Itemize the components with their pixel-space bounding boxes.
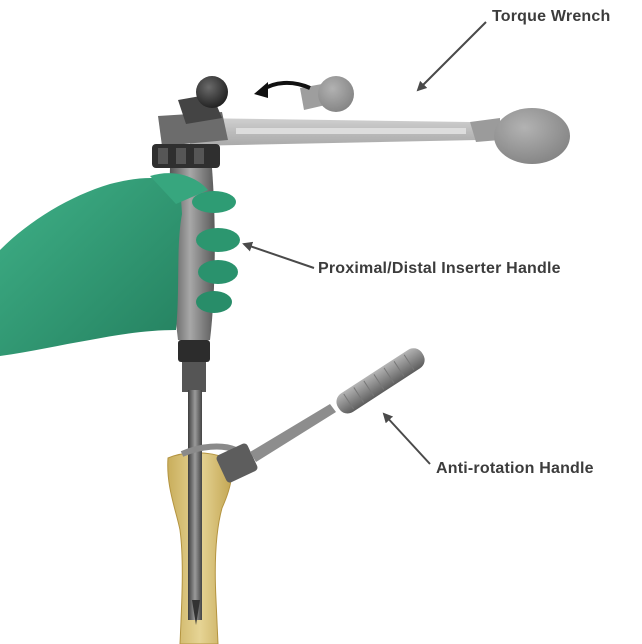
anti-rotation-handle (182, 344, 428, 483)
inserter-shaft (188, 390, 202, 620)
inserter-handle-pointer (244, 244, 314, 268)
torque-wrench-pointer (418, 22, 486, 90)
torque-wrench-ghost (190, 76, 570, 164)
inserter-handle-label: Proximal/Distal Inserter Handle (318, 260, 561, 278)
torque-wrench-label: Torque Wrench (492, 8, 610, 26)
handle-collar (152, 144, 220, 168)
anti-rotation-handle-label: Anti-rotation Handle (436, 460, 594, 478)
torque-wrench-head (158, 76, 228, 146)
anti-rotation-pointer (384, 414, 430, 464)
anti-rotation-grip (333, 344, 429, 417)
wrench-grip-ghost (494, 108, 570, 164)
